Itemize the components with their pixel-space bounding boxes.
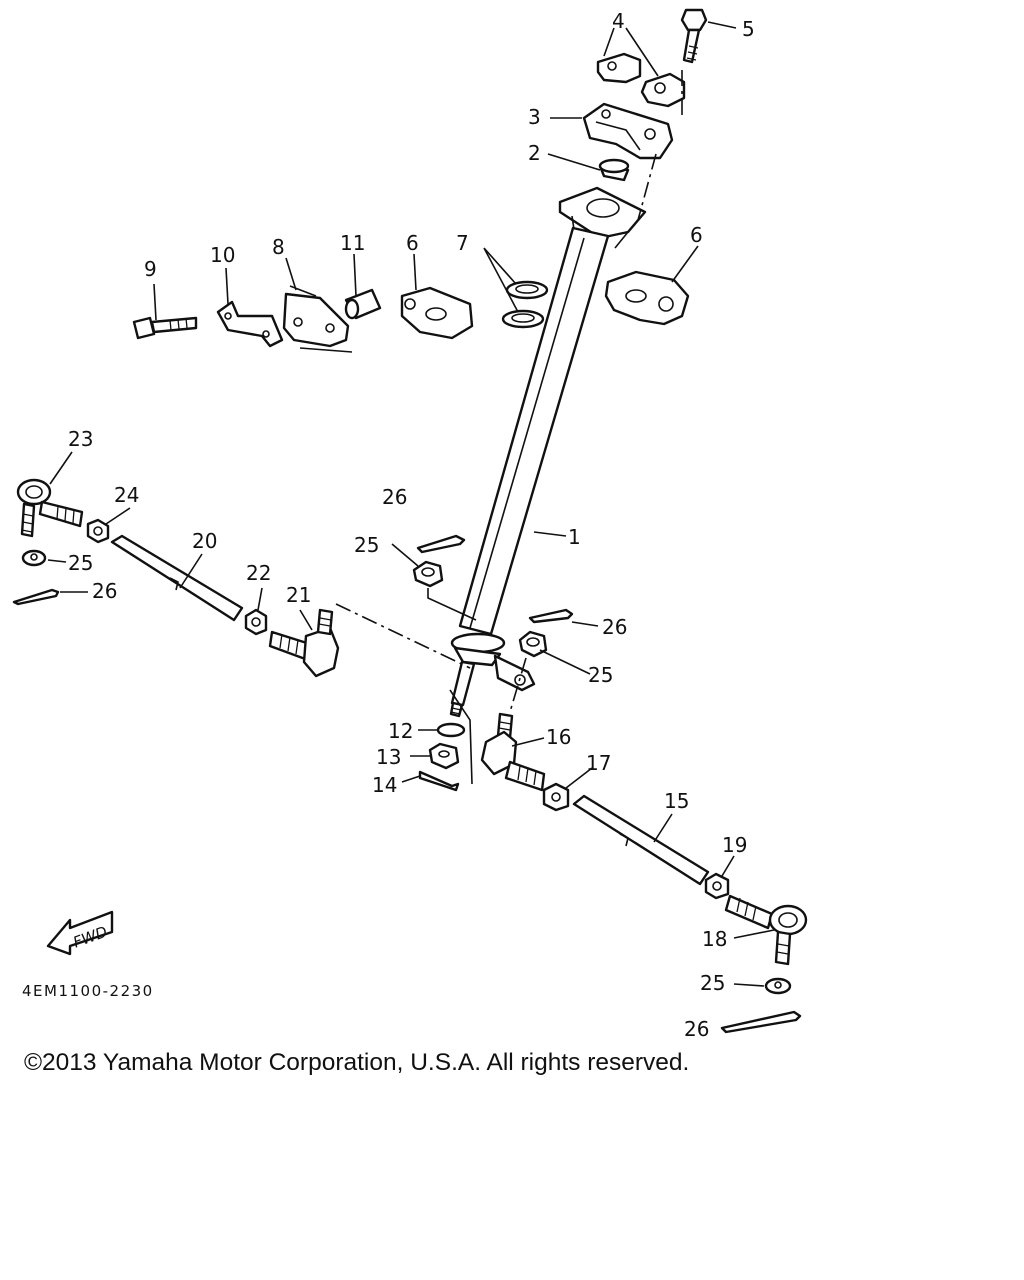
tie-rod-end-16 <box>480 712 546 792</box>
part-number-label: 24 <box>114 483 139 507</box>
bushing-7-lower <box>501 309 545 329</box>
nut-22 <box>244 608 268 636</box>
part-number-label: 2 <box>528 141 541 165</box>
part-number-label: 11 <box>340 231 365 255</box>
nut-25-left <box>21 549 47 567</box>
upper-holder <box>582 102 674 160</box>
lock-plate-10 <box>216 300 284 348</box>
part-number-label: 25 <box>354 533 379 557</box>
part-number-label: 9 <box>144 257 157 281</box>
part-number-label: 18 <box>702 927 727 951</box>
part-number-label: 26 <box>602 615 627 639</box>
part-number-label: 25 <box>700 971 725 995</box>
part-number-label: 19 <box>722 833 747 857</box>
cotter-pin-26-top <box>416 534 466 554</box>
cotter-pin-14 <box>418 770 460 792</box>
part-number-label: 13 <box>376 745 401 769</box>
part-number-label: 4 <box>612 9 625 33</box>
part-number-label: 6 <box>690 223 703 247</box>
nut-25-top <box>412 560 444 588</box>
part-number-label: 15 <box>664 789 689 813</box>
collar-11 <box>344 288 382 320</box>
part-number-label: 12 <box>388 719 413 743</box>
fwd-arrow: FWD <box>46 910 114 956</box>
tie-rod-20 <box>110 534 244 622</box>
part-number-label: 20 <box>192 529 217 553</box>
part-number-label: 23 <box>68 427 93 451</box>
clamp-8 <box>282 285 353 353</box>
tie-rod-end-18 <box>724 894 808 966</box>
collar-2 <box>598 158 630 182</box>
part-number-label: 26 <box>92 579 117 603</box>
nut-24 <box>86 518 110 544</box>
part-number-label: 25 <box>588 663 613 687</box>
part-number-label: 26 <box>684 1017 709 1041</box>
part-number-label: 3 <box>528 105 541 129</box>
nut-13 <box>428 742 460 770</box>
washer-12 <box>436 722 466 738</box>
holder-6-right <box>604 270 690 326</box>
part-number-label: 25 <box>68 551 93 575</box>
part-number-label: 21 <box>286 583 311 607</box>
part-number-label: 17 <box>586 751 611 775</box>
bolt-9 <box>132 316 198 340</box>
cotter-pin-26-mid <box>528 608 574 624</box>
tie-rod-15 <box>572 794 710 886</box>
nut-25-right <box>764 977 792 995</box>
part-number-label: 5 <box>742 17 755 41</box>
part-number-label: 8 <box>272 235 285 259</box>
part-number-label: 1 <box>568 525 581 549</box>
part-number-labels: 1 2 3 4 5 6 6 7 8 9 10 11 12 13 14 15 16… <box>68 9 755 1041</box>
tie-rod-end-23 <box>16 478 84 538</box>
cotter-pin-26-right <box>720 1010 802 1034</box>
part-number-label: 7 <box>456 231 469 255</box>
leader-lines <box>47 21 775 987</box>
drawing-code: 4EM1100-2230 <box>22 982 154 1000</box>
part-number-label: 14 <box>372 773 397 797</box>
copyright-notice: ©2013 Yamaha Motor Corporation, U.S.A. A… <box>24 1049 690 1076</box>
nut-25-mid <box>518 630 548 658</box>
bolt-5 <box>680 8 708 64</box>
bushing-7-upper <box>505 280 549 300</box>
part-number-label: 6 <box>406 231 419 255</box>
holder-6-left <box>400 286 474 340</box>
part-number-label: 22 <box>246 561 271 585</box>
tie-rod-end-21 <box>268 608 340 678</box>
nut-17 <box>542 782 570 812</box>
part-number-label: 10 <box>210 243 235 267</box>
steering-shaft <box>449 186 647 718</box>
part-number-label: 26 <box>382 485 407 509</box>
cap-4b <box>640 72 686 108</box>
cap-4a <box>596 52 642 84</box>
cotter-pin-26-left <box>12 588 60 606</box>
part-number-label: 16 <box>546 725 571 749</box>
nut-19 <box>704 872 730 900</box>
